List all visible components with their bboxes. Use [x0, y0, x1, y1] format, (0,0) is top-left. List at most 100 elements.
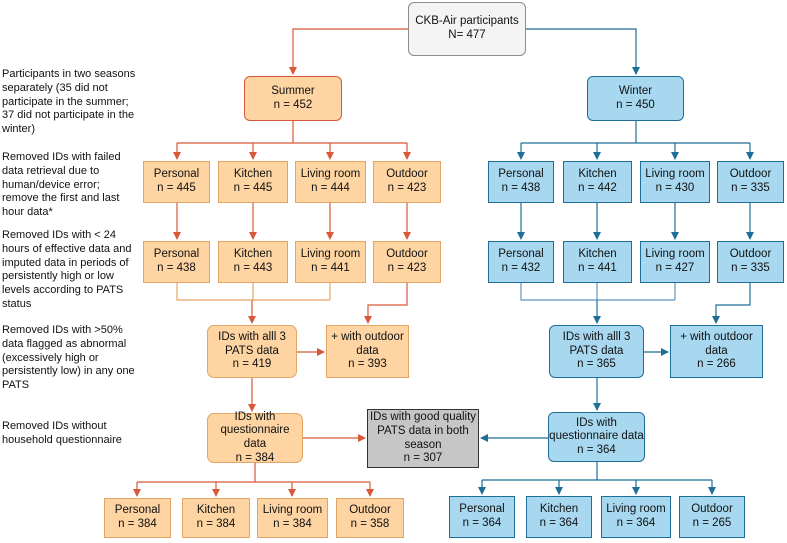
- winter-questionnaire-line2: questionnaire data: [549, 430, 644, 443]
- winter-final-outdoor: Outdoor n = 265: [679, 496, 745, 538]
- winter-outdoor-line2: data: [705, 344, 728, 357]
- winter-all3-line2: PATS data: [569, 344, 624, 357]
- summer-title: Summer: [271, 84, 315, 97]
- summer-step2-personal-label: Personal: [153, 248, 200, 261]
- summer-step2-living-room: Living room n = 441: [295, 241, 366, 283]
- winter-step1-kitchen-label: Kitchen: [578, 168, 617, 181]
- winter-step1-outdoor-label: Outdoor: [729, 168, 772, 181]
- winter-step2-kitchen: Kitchen n = 441: [563, 241, 632, 283]
- summer-step2-outdoor: Outdoor n = 423: [373, 241, 441, 283]
- summer-final-outdoor-count: n = 358: [350, 518, 390, 530]
- note-season: Participants in two seasons separately (…: [2, 68, 136, 135]
- winter-step1-living-room-label: Living room: [645, 168, 705, 181]
- summer-step1-outdoor-count: n = 423: [387, 182, 427, 194]
- winter-node: Winter n = 450: [587, 76, 684, 121]
- summer-step1-outdoor-label: Outdoor: [386, 168, 428, 181]
- winter-outdoor-node: + with outdoor data n = 266: [670, 325, 763, 378]
- summer-step1-kitchen-label: Kitchen: [233, 168, 273, 181]
- winter-step2-living-room: Living room n = 427: [640, 241, 710, 283]
- summer-step1-kitchen: Kitchen n = 445: [218, 161, 288, 203]
- winter-step1-living-room: Living room n = 430: [640, 161, 710, 203]
- summer-all3-node: IDs with alll 3 PATS data n = 419: [207, 325, 297, 378]
- root-count: N= 477: [448, 29, 486, 41]
- winter-final-living-room-label: Living room: [606, 503, 666, 516]
- winter-step1-outdoor-count: n = 335: [731, 182, 770, 194]
- summer-step2-living-room-count: n = 441: [311, 262, 350, 274]
- summer-outdoor-line2: data: [356, 344, 379, 357]
- winter-final-kitchen-count: n = 364: [539, 517, 579, 529]
- note-effective-data: Removed IDs with < 24 hours of effective…: [2, 229, 132, 310]
- summer-final-living-room: Living room n = 384: [257, 498, 328, 538]
- summer-count: n = 452: [273, 98, 313, 111]
- winter-step1-personal-label: Personal: [498, 168, 544, 181]
- root-title: CKB-Air participants: [415, 15, 519, 28]
- winter-final-personal-label: Personal: [459, 503, 505, 516]
- both-seasons-count: n = 307: [403, 452, 443, 465]
- summer-step1-living-room: Living room n = 444: [295, 161, 366, 203]
- winter-all3-node: IDs with alll 3 PATS data n = 365: [549, 325, 644, 378]
- winter-outdoor-line1: + with outdoor: [680, 331, 753, 344]
- summer-all3-line1: IDs with alll 3: [218, 331, 286, 344]
- winter-merge-line: [520, 283, 675, 301]
- winter-final-kitchen: Kitchen n = 364: [526, 496, 592, 538]
- winter-final-outdoor-count: n = 265: [692, 517, 732, 529]
- summer-step1-living-room-count: n = 444: [311, 182, 350, 194]
- summer-step2-personal-count: n = 438: [157, 262, 196, 274]
- winter-title: Winter: [618, 84, 653, 97]
- winter-final-living-room-count: n = 364: [616, 517, 656, 529]
- summer-questionnaire-count: n = 384: [235, 451, 275, 464]
- winter-step1-kitchen-count: n = 442: [578, 182, 617, 194]
- summer-final-kitchen-count: n = 384: [196, 518, 236, 530]
- summer-step2-living-room-label: Living room: [300, 248, 361, 261]
- summer-step2-outdoor-label: Outdoor: [386, 248, 428, 261]
- winter-step2-outdoor-label: Outdoor: [729, 248, 772, 261]
- root-node: CKB-Air participants N= 477: [408, 2, 526, 56]
- summer-step2-kitchen: Kitchen n = 443: [218, 241, 288, 283]
- summer-final-personal: Personal n = 384: [104, 498, 171, 538]
- summer-node: Summer n = 452: [244, 76, 342, 121]
- summer-step2-outdoor-count: n = 423: [387, 262, 427, 274]
- summer-questionnaire-line1: IDs with: [234, 410, 276, 423]
- summer-final-personal-label: Personal: [114, 504, 161, 517]
- summer-merge-line: [176, 283, 330, 301]
- summer-step1-personal-count: n = 445: [157, 182, 196, 194]
- summer-questionnaire-node: IDs with questionnaire data n = 384: [207, 410, 303, 464]
- summer-final-kitchen: Kitchen n = 384: [182, 498, 250, 538]
- winter-step1-personal: Personal n = 438: [488, 161, 554, 203]
- note-abnormal-data: Removed IDs with >50% data flagged as ab…: [2, 324, 135, 391]
- summer-outdoor-node: + with outdoor data n = 393: [326, 325, 409, 378]
- summer-step1-personal: Personal n = 445: [143, 161, 210, 203]
- winter-step2-personal-label: Personal: [498, 248, 544, 261]
- root-to-summer-arrow: [289, 28, 408, 75]
- summer-final-outdoor-label: Outdoor: [349, 504, 391, 517]
- winter-step2-outdoor: Outdoor n = 335: [717, 241, 784, 283]
- both-seasons-line2: PATS data in both: [377, 424, 469, 437]
- both-seasons-line3: season: [404, 438, 442, 451]
- summer-step2-personal: Personal n = 438: [143, 241, 210, 283]
- winter-final-living-room: Living room n = 364: [601, 496, 671, 538]
- winter-questionnaire-line1: IDs with: [576, 416, 617, 429]
- winter-questionnaire-count: n = 364: [577, 443, 616, 456]
- winter-step1-kitchen: Kitchen n = 442: [563, 161, 632, 203]
- winter-step1-personal-count: n = 438: [501, 182, 541, 194]
- winter-step2-personal: Personal n = 432: [488, 241, 554, 283]
- winter-final-outdoor-label: Outdoor: [691, 503, 733, 516]
- both-seasons-node: IDs with good quality PATS data in both …: [367, 409, 479, 468]
- summer-step1-living-room-label: Living room: [300, 168, 361, 181]
- note-failed-retrieval: Removed IDs with failed data retrieval d…: [2, 151, 121, 218]
- summer-questionnaire-line2: questionnaire data: [220, 424, 290, 450]
- summer-final-personal-count: n = 384: [118, 518, 157, 530]
- winter-count: n = 450: [616, 98, 655, 111]
- winter-final-kitchen-label: Kitchen: [539, 503, 579, 516]
- winter-all3-line1: IDs with alll 3: [562, 331, 631, 344]
- winter-step2-kitchen-label: Kitchen: [578, 248, 617, 261]
- summer-final-living-room-count: n = 384: [273, 518, 312, 530]
- summer-step2-kitchen-label: Kitchen: [233, 248, 273, 261]
- summer-outdoor-line1: + with outdoor: [331, 331, 404, 344]
- summer-outdoor-arrow: [364, 283, 408, 324]
- winter-final-personal: Personal n = 364: [449, 496, 515, 538]
- root-to-winter-arrow: [526, 28, 640, 75]
- summer-outdoor-count: n = 393: [348, 358, 387, 371]
- summer-final-living-room-label: Living room: [262, 504, 323, 517]
